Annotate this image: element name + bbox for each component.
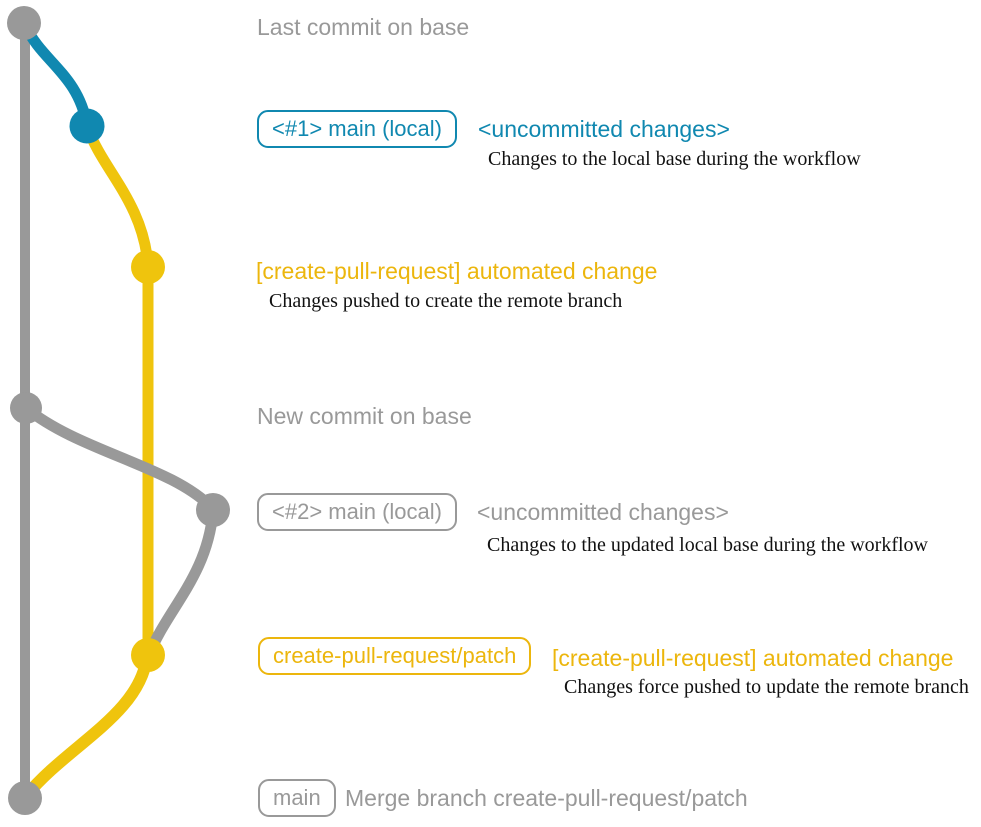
label-uncommitted-changes-2: <uncommitted changes>	[477, 499, 729, 525]
label-automated-change-1: [create-pull-request] automated change	[256, 258, 658, 284]
edge-base-to-local2	[20, 402, 218, 514]
note-updated-local-base-changes: Changes to the updated local base during…	[487, 534, 928, 556]
edge-remote2-to-merge	[20, 651, 153, 802]
label-last-commit-on-base: Last commit on base	[257, 14, 470, 40]
badge-main-local-1: <#1> main (local)	[257, 110, 457, 148]
commit-dot-remote1	[131, 250, 165, 284]
edge-local1-to-remote1	[81, 120, 154, 270]
commit-dot-new-base	[10, 392, 42, 424]
note-pushed-create-remote: Changes pushed to create the remote bran…	[269, 290, 623, 312]
commit-dot-last-base	[7, 6, 41, 40]
label-new-commit-on-base: New commit on base	[257, 403, 472, 429]
commit-dot-local1	[69, 108, 105, 144]
label-uncommitted-changes-1: <uncommitted changes>	[478, 116, 730, 142]
edge-base-to-local1	[19, 19, 93, 131]
label-merge-branch: Merge branch create-pull-request/patch	[345, 785, 748, 811]
label-automated-change-2: [create-pull-request] automated change	[552, 645, 954, 671]
note-local-base-changes: Changes to the local base during the wor…	[488, 148, 861, 170]
commit-dot-local2	[196, 493, 230, 527]
badge-create-pull-request-patch: create-pull-request/patch	[258, 637, 532, 675]
commit-dot-merge	[8, 781, 42, 815]
badge-main: main	[258, 779, 336, 817]
edge-local2-to-remote2	[144, 506, 219, 658]
badge-main-local-2: <#2> main (local)	[257, 493, 457, 531]
note-force-pushed-update-remote: Changes force pushed to update the remot…	[564, 676, 969, 698]
commit-dot-remote2	[131, 638, 165, 672]
